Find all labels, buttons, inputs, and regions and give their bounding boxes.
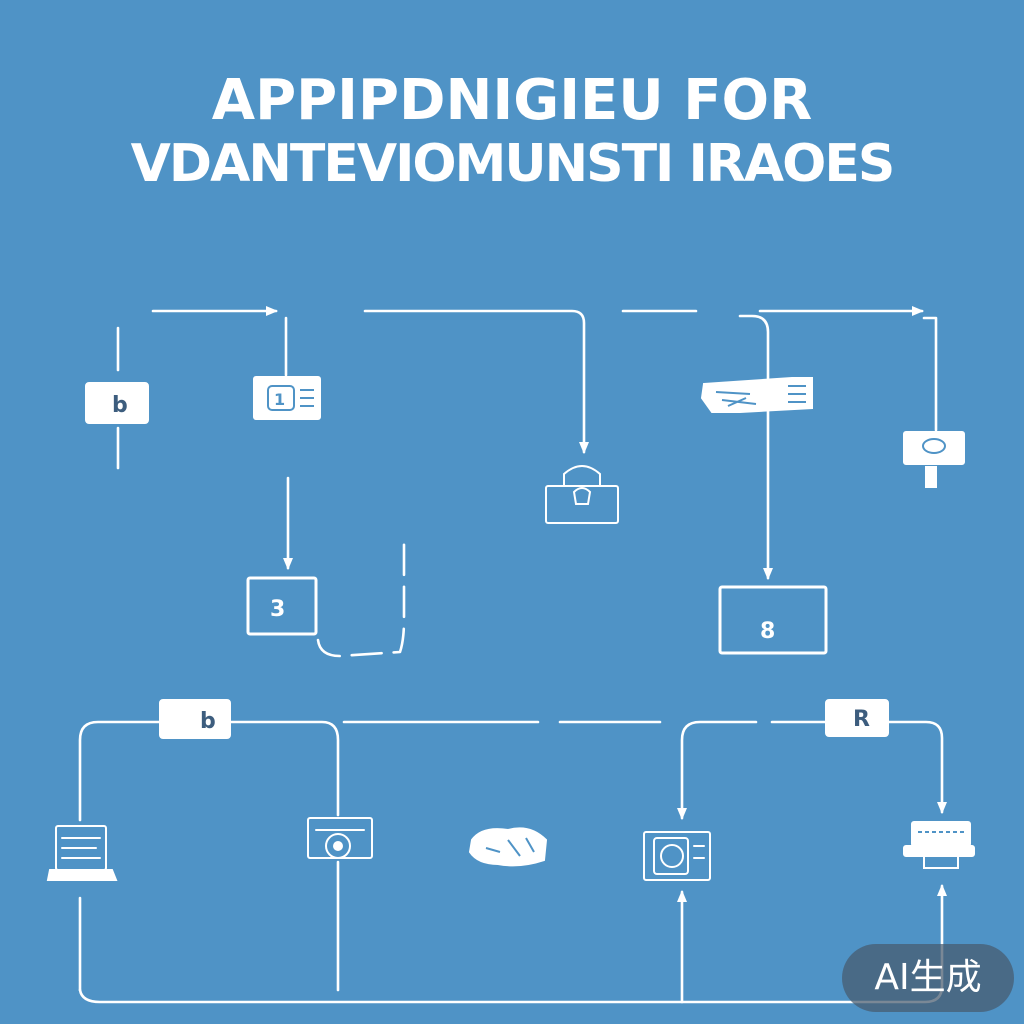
connector-line <box>922 316 938 432</box>
connector-line <box>316 538 406 658</box>
camera-icon <box>307 817 373 859</box>
node-r-bottom[interactable]: R <box>825 699 889 737</box>
node-label: b <box>112 393 128 418</box>
ai-generated-badge: AI生成 <box>842 944 1014 1012</box>
connector-line <box>677 720 758 820</box>
connector-line <box>363 309 589 454</box>
monitor-icon <box>903 431 965 488</box>
padlock-icon <box>545 465 619 524</box>
node-label: b <box>200 709 216 734</box>
connector-line <box>886 720 947 814</box>
node-3[interactable]: 3 <box>246 576 318 636</box>
photo-icon <box>643 831 711 881</box>
connector-line <box>78 720 162 822</box>
svg-text:1: 1 <box>274 390 285 409</box>
diagram-title-line-2: VDANTEVIOMUNSTI IRAOES <box>130 134 896 194</box>
node-label: R <box>853 707 870 732</box>
connector-line <box>228 720 340 817</box>
hand-icon <box>468 827 548 867</box>
connector-line <box>78 884 947 1004</box>
printer-icon <box>903 821 975 869</box>
laptop-icon <box>46 825 118 881</box>
document-icon: 1 <box>253 376 321 420</box>
node-b-bottom[interactable]: b <box>159 699 231 739</box>
node-8[interactable]: 8 <box>718 585 828 655</box>
node-label: 8 <box>760 619 775 644</box>
diagram-title-line-1: APPIPDNIGIEU FOR <box>211 68 813 133</box>
node-label: 3 <box>270 597 285 622</box>
top-connectors <box>116 306 938 658</box>
connector-line <box>738 314 773 580</box>
node-b-top[interactable]: b <box>85 382 149 424</box>
folder-icon <box>700 377 813 413</box>
